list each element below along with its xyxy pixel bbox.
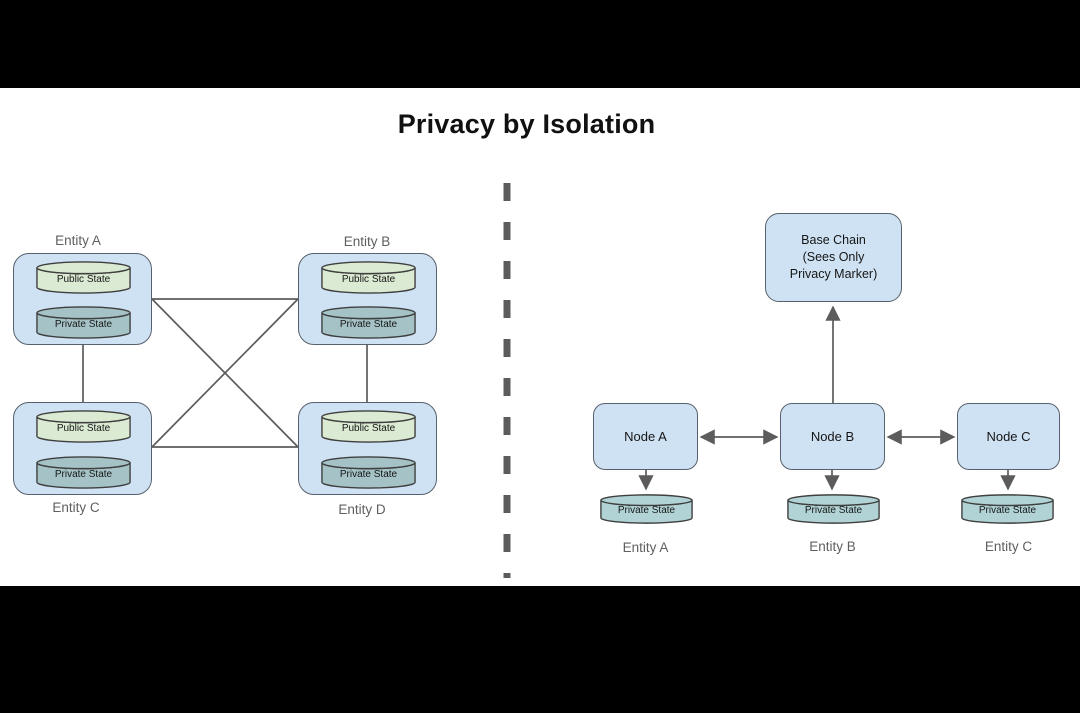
public-state-cylinder: Public State: [36, 261, 131, 294]
cylinder-shape: [321, 261, 416, 294]
private-state-cylinder: Private State: [36, 306, 131, 339]
page-title: Privacy by Isolation: [397, 109, 656, 139]
node-b-label: Node B: [810, 429, 855, 444]
public-state-cylinder: Public State: [36, 410, 131, 443]
cylinder-shape: [321, 410, 416, 443]
letterbox-top: [0, 0, 1080, 88]
cylinder-shape: [961, 494, 1054, 524]
node-b-box: Node B: [780, 403, 885, 470]
cylinder-label: Private State: [339, 469, 398, 480]
node-c-label: Node C: [986, 429, 1031, 444]
entity-a-label: Entity A: [55, 233, 101, 248]
private-state-cylinder: Private State: [36, 456, 131, 489]
cylinder-label: Private State: [339, 319, 398, 330]
cylinder-label: Public State: [56, 423, 111, 434]
cylinder-label: Private State: [804, 505, 863, 516]
node-a-box: Node A: [593, 403, 698, 470]
entity-d-box: Public State Private State: [298, 402, 437, 495]
entity-a-box: Public State Private State: [13, 253, 152, 345]
right-entity-c-label: Entity C: [984, 539, 1033, 554]
private-state-cylinder: Private State: [600, 494, 693, 524]
cylinder-shape: [36, 456, 131, 489]
node-c-box: Node C: [957, 403, 1060, 470]
right-entity-a-label: Entity A: [622, 540, 669, 555]
private-state-cylinder: Private State: [961, 494, 1054, 524]
private-state-cylinder: Private State: [787, 494, 880, 524]
entity-b-box: Public State Private State: [298, 253, 437, 345]
base-chain-label: Base Chain (Sees Only Privacy Marker): [789, 233, 878, 281]
entity-b-label: Entity B: [343, 234, 391, 249]
cylinder-shape: [36, 306, 131, 339]
private-state-cylinder: Private State: [321, 456, 416, 489]
diagram-canvas: [0, 88, 1080, 586]
cylinder-shape: [600, 494, 693, 524]
entity-c-label: Entity C: [52, 500, 100, 515]
cylinder-shape: [321, 306, 416, 339]
cylinder-shape: [787, 494, 880, 524]
cylinder-label: Public State: [341, 423, 396, 434]
public-state-cylinder: Public State: [321, 261, 416, 294]
cylinder-label: Public State: [341, 274, 396, 285]
cylinder-label: Private State: [978, 505, 1037, 516]
entity-c-box: Public State Private State: [13, 402, 152, 495]
cylinder-label: Private State: [54, 319, 113, 330]
cylinder-shape: [36, 410, 131, 443]
cylinder-shape: [36, 261, 131, 294]
cylinder-label: Private State: [54, 469, 113, 480]
cylinder-shape: [321, 456, 416, 489]
entity-d-label: Entity D: [338, 502, 386, 517]
cylinder-label: Private State: [617, 505, 676, 516]
node-a-label: Node A: [624, 429, 667, 444]
letterbox-bottom: [0, 586, 1080, 713]
right-entity-b-label: Entity B: [809, 539, 856, 554]
edge-entity-b-c: [151, 298, 299, 448]
base-chain-box: Base Chain (Sees Only Privacy Marker): [765, 213, 902, 302]
public-state-cylinder: Public State: [321, 410, 416, 443]
cylinder-label: Public State: [56, 274, 111, 285]
private-state-cylinder: Private State: [321, 306, 416, 339]
